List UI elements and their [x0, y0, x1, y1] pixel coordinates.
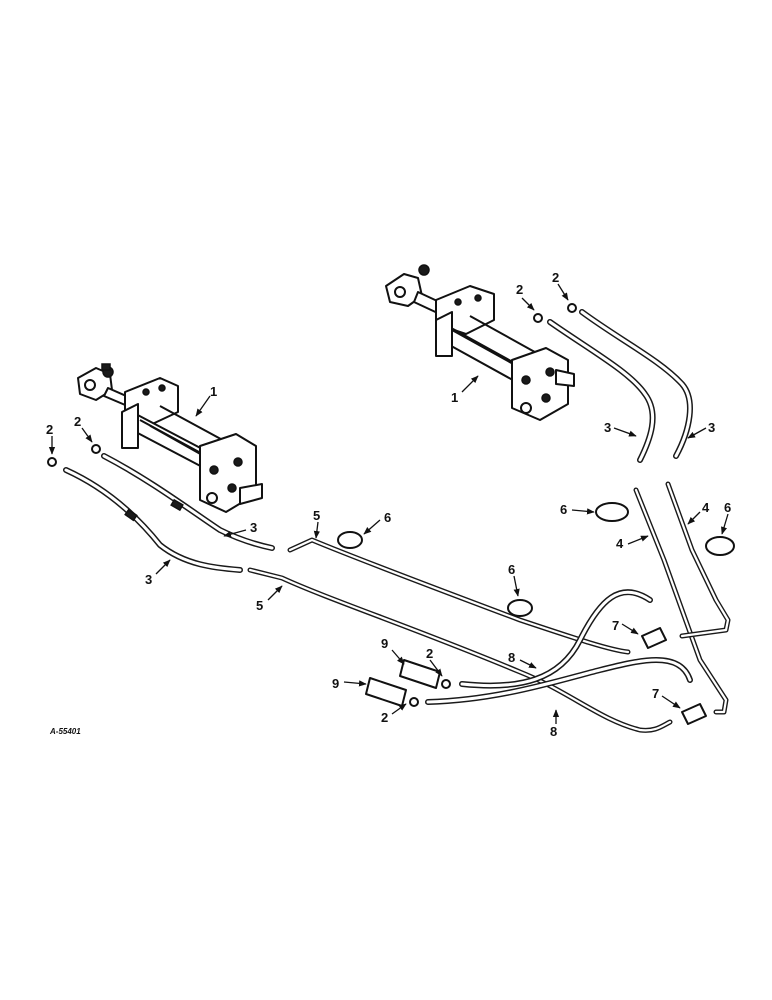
callouts: 1 1 2 2 2 2 2 2 3 3 3 3 4 4 5 5 6 6 6 6 … [46, 270, 731, 739]
callout-2-b: 2 [74, 414, 81, 429]
left-hydraulic-cylinder [77, 363, 263, 513]
right-hydraulic-cylinder [385, 264, 575, 421]
callout-3-c: 3 [604, 420, 611, 435]
tee-7-group [641, 627, 707, 725]
right-hose-3-a [547, 319, 656, 463]
callout-8-a: 8 [508, 650, 515, 665]
callout-5-b: 5 [256, 598, 263, 613]
callout-2-e: 2 [426, 646, 433, 661]
callout-6-c: 6 [560, 502, 567, 517]
left-hose-3-upper [101, 453, 275, 551]
clamp-6-group [337, 502, 735, 617]
callout-3-b: 3 [145, 572, 152, 587]
callout-6-b: 6 [508, 562, 515, 577]
tube-4-left [633, 487, 729, 715]
callout-3-a: 3 [250, 520, 257, 535]
callout-9-a: 9 [381, 636, 388, 651]
hose-8-b [425, 657, 693, 705]
callout-4-b: 4 [616, 536, 624, 551]
callout-2-a: 2 [46, 422, 53, 437]
callout-2-f: 2 [381, 710, 388, 725]
callout-2-d: 2 [552, 270, 559, 285]
left-hose-3-lower [63, 467, 243, 573]
callout-7-a: 7 [612, 618, 619, 633]
callout-4-a: 4 [702, 500, 710, 515]
left-orings [47, 444, 101, 467]
callout-1-left: 1 [210, 384, 217, 399]
callout-7-b: 7 [652, 686, 659, 701]
lower-orings [409, 679, 451, 707]
callout-5-a: 5 [313, 508, 320, 523]
callout-2-c: 2 [516, 282, 523, 297]
callout-1-right: 1 [451, 390, 458, 405]
right-orings [533, 303, 577, 323]
callout-8-b: 8 [550, 724, 557, 739]
hose-8-a [459, 589, 653, 689]
tube-5-upper [287, 537, 631, 655]
leader-lines [48, 283, 729, 724]
right-hose-3-b [579, 309, 693, 459]
drawing-code: A-55401 [49, 727, 81, 736]
callout-6-d: 6 [724, 500, 731, 515]
tube-4-right [665, 481, 731, 639]
callout-6-a: 6 [384, 510, 391, 525]
callout-9-b: 9 [332, 676, 339, 691]
callout-3-d: 3 [708, 420, 715, 435]
